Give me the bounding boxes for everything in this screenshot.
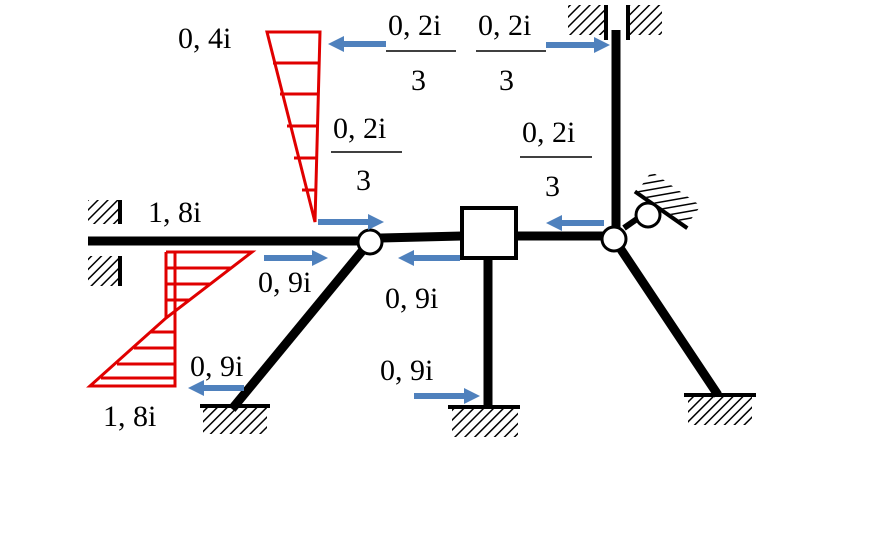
- label-moment-bottom-left: 1, 8i: [103, 400, 156, 433]
- arrow-mid-column: [414, 388, 480, 404]
- label-shear-beam-left: 0, 9i: [258, 266, 311, 299]
- label-shear-mid-column: 0, 9i: [380, 354, 433, 387]
- hinge-left: [356, 228, 384, 256]
- label-moment-top: 0, 4i: [178, 22, 231, 55]
- hinge-right-link: [634, 201, 662, 229]
- fraction-top-left-denominator: 3: [411, 64, 426, 97]
- arrow-left-column: [188, 380, 244, 396]
- support-bottom-right: [684, 393, 756, 425]
- column-right-inclined: [616, 245, 722, 398]
- fraction-top-left: 0, 2i 3: [386, 9, 456, 97]
- support-left-top: [88, 200, 122, 224]
- fraction-mid-right: 0, 2i 3: [520, 116, 592, 203]
- arrow-beam-top-right: [546, 215, 604, 231]
- fraction-mid-left: 0, 2i 3: [331, 112, 402, 197]
- hinge-right: [600, 225, 628, 253]
- label-shear-beam-mid: 0, 9i: [385, 282, 438, 315]
- fraction-mid-right-denominator: 3: [545, 170, 560, 203]
- fraction-top-right-numerator: 0, 2i: [478, 9, 531, 42]
- support-right-inclined: [633, 171, 701, 230]
- fraction-mid-left-numerator: 0, 2i: [333, 112, 386, 145]
- arrow-beam-below-mid: [398, 250, 460, 266]
- support-bottom-mid: [448, 405, 520, 437]
- support-left-bottom: [88, 256, 122, 286]
- beam-middle: [379, 231, 463, 243]
- moment-diagram-left: [86, 250, 257, 388]
- fraction-top-right: 0, 2i 3: [476, 9, 546, 97]
- arrow-beam-top-left: [318, 214, 384, 230]
- arrow-beam-below-left: [264, 250, 328, 266]
- label-moment-left-beam: 1, 8i: [148, 196, 201, 229]
- fraction-mid-left-denominator: 3: [356, 164, 371, 197]
- fraction-mid-right-numerator: 0, 2i: [522, 116, 575, 149]
- column-left-inclined: [228, 247, 367, 412]
- arrow-top-right: [546, 37, 610, 53]
- rigid-node: [460, 206, 518, 260]
- support-top-right: [568, 5, 662, 40]
- fraction-top-left-numerator: 0, 2i: [388, 9, 441, 42]
- moment-diagram-top: [265, 30, 322, 223]
- label-shear-left-column: 0, 9i: [190, 350, 243, 383]
- arrow-top-left: [328, 36, 386, 52]
- fraction-top-right-denominator: 3: [499, 64, 514, 97]
